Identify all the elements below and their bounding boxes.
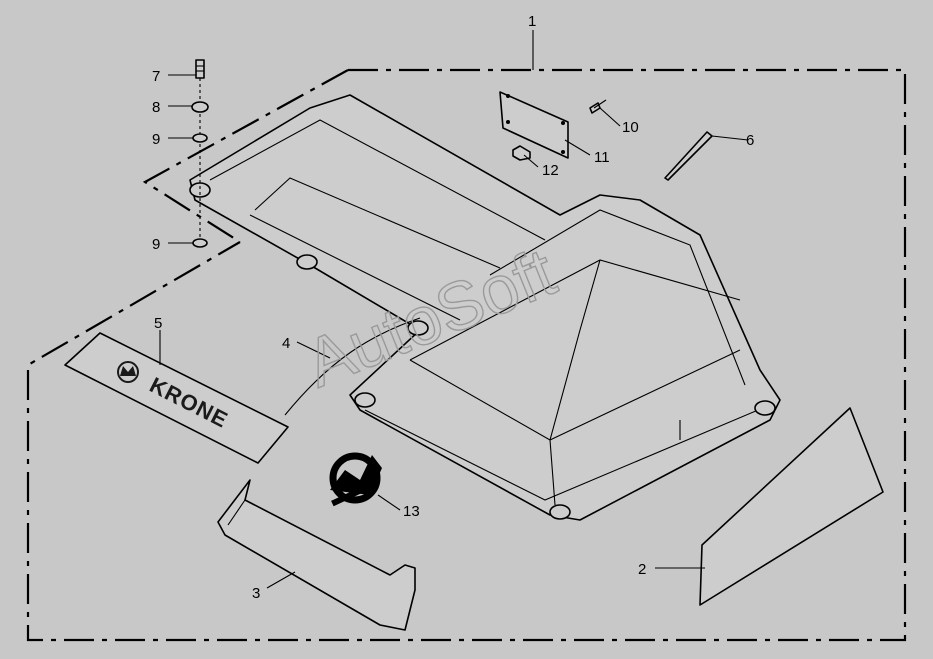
mounting-bosses [189,182,776,520]
bolt-part-7 [195,59,205,79]
krone-decal-part-5: KRONE [64,332,289,464]
side-panel-part-2 [699,407,884,606]
callout-6: 6 [746,132,754,149]
callout-9-top: 9 [152,131,160,148]
callout-10: 10 [622,119,639,136]
hood-body [189,94,781,521]
callout-4: 4 [282,335,290,352]
leader-lines [159,30,749,589]
washer-part-9-bottom [192,238,208,248]
strip-part-6 [664,131,713,181]
callout-12: 12 [542,162,559,179]
callout-2: 2 [638,561,646,578]
nut-part-8 [191,101,209,113]
callout-8: 8 [152,99,160,116]
callout-11: 11 [594,149,610,166]
callout-9-bottom: 9 [152,236,160,253]
callout-13: 13 [403,503,420,520]
washer-part-9-top [192,133,208,143]
callout-3: 3 [252,585,260,602]
callout-labels: 1 2 3 4 5 6 7 8 9 9 10 11 12 13 [152,13,754,602]
callout-7: 7 [152,68,160,85]
fastener-stack [191,59,209,248]
callout-1: 1 [528,13,536,30]
assembly-boundary [26,68,907,642]
plate-part-11 [499,91,569,159]
emblem-part-13 [329,452,382,507]
front-lip-part-3 [217,479,416,631]
krone-crown-icon [117,361,139,383]
callout-5: 5 [154,315,162,332]
front-surface-part-4 [284,317,421,416]
